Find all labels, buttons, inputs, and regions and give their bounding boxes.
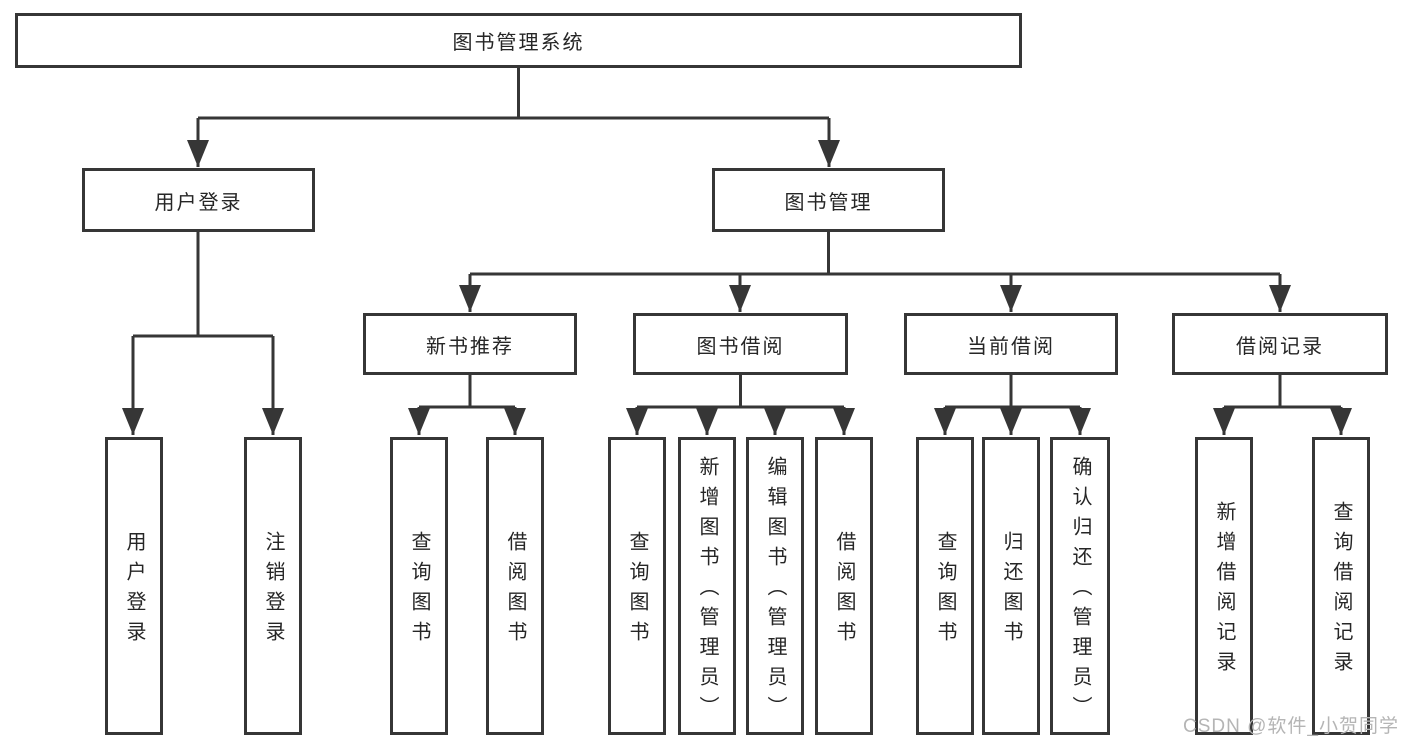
leaf-bb-borrow-books: 借阅图书 <box>815 437 873 735</box>
node-label: 新书推荐 <box>426 335 514 358</box>
leaf-label: 新增图书（管理员） <box>696 456 718 726</box>
leaf-br-add-record: 新增借阅记录 <box>1195 437 1253 735</box>
node-label: 图书管理系统 <box>452 32 585 54</box>
leaf-nbr-query-books: 查询图书 <box>390 437 448 735</box>
node-user-login: 用户登录 <box>82 168 315 232</box>
node-current-borrowing: 当前借阅 <box>904 313 1118 375</box>
leaf-label: 查询图书 <box>626 531 648 651</box>
node-library-management-system: 图书管理系统 <box>15 13 1022 68</box>
node-label: 借阅记录 <box>1236 335 1324 358</box>
leaf-bb-edit-books-admin: 编辑图书（管理员） <box>746 437 804 735</box>
node-book-management: 图书管理 <box>712 168 945 232</box>
connector-arrows <box>122 118 1352 435</box>
leaf-label: 编辑图书（管理员） <box>764 456 786 726</box>
node-label: 用户登录 <box>154 191 243 214</box>
leaf-cb-confirm-return-admin: 确认归还（管理员） <box>1050 437 1110 735</box>
node-label: 图书借阅 <box>696 335 785 358</box>
node-new-book-recommendation: 新书推荐 <box>363 313 577 375</box>
leaf-label: 归还图书 <box>1000 531 1022 651</box>
node-book-borrowing: 图书借阅 <box>633 313 848 375</box>
leaf-label: 借阅图书 <box>504 531 526 651</box>
leaf-label: 用户登录 <box>123 531 145 651</box>
leaf-label: 查询图书 <box>408 531 430 651</box>
node-borrowing-records: 借阅记录 <box>1172 313 1388 375</box>
node-label: 图书管理 <box>784 191 873 214</box>
connector-elbows <box>133 68 1341 409</box>
leaf-bb-query-books: 查询图书 <box>608 437 666 735</box>
leaf-user-login: 用户登录 <box>105 437 163 735</box>
leaf-label: 借阅图书 <box>833 531 855 651</box>
csdn-watermark: CSDN @软件_小贺同学 <box>1183 716 1399 737</box>
leaf-bb-add-books-admin: 新增图书（管理员） <box>678 437 736 735</box>
leaf-nbr-borrow-books: 借阅图书 <box>486 437 544 735</box>
leaf-label: 注销登录 <box>262 531 284 651</box>
leaf-label: 查询图书 <box>934 531 956 651</box>
leaf-cb-query-books: 查询图书 <box>916 437 974 735</box>
leaf-label: 新增借阅记录 <box>1213 501 1235 681</box>
leaf-cb-return-books: 归还图书 <box>982 437 1040 735</box>
node-label: 当前借阅 <box>967 335 1055 358</box>
leaf-logout: 注销登录 <box>244 437 302 735</box>
leaf-br-query-record: 查询借阅记录 <box>1312 437 1370 735</box>
leaf-label: 查询借阅记录 <box>1330 501 1352 681</box>
leaf-label: 确认归还（管理员） <box>1069 456 1091 726</box>
